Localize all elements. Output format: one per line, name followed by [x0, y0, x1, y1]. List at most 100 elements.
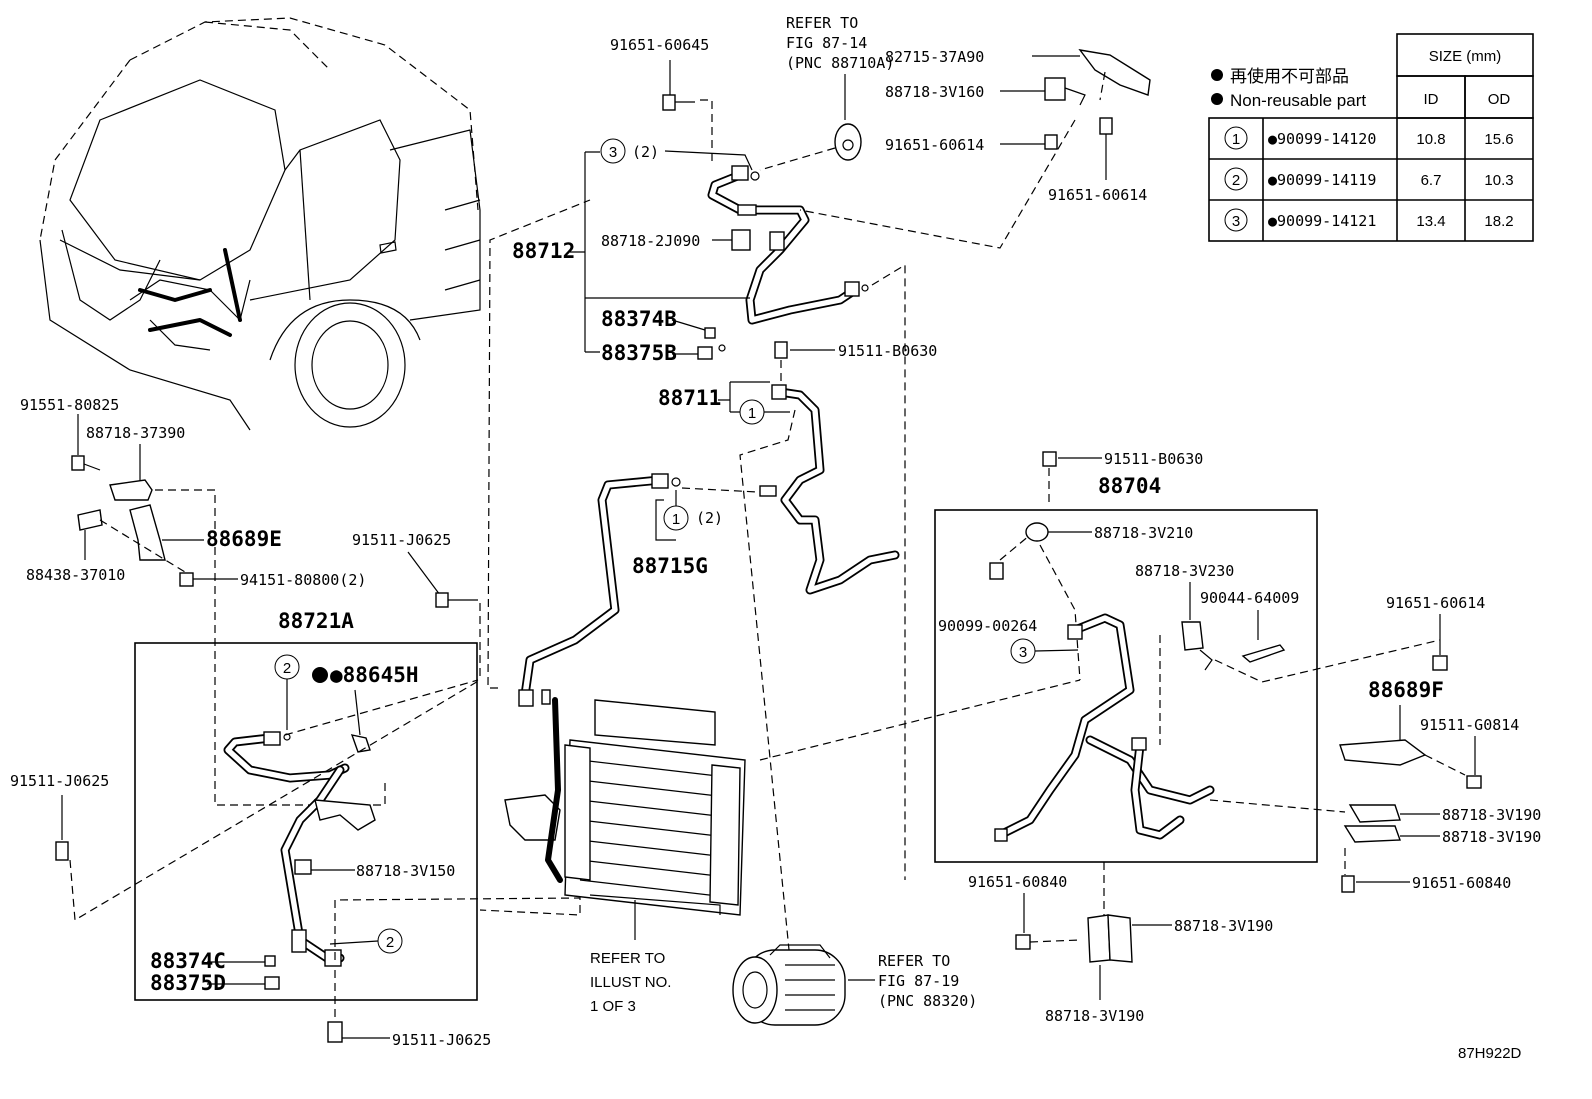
label-91651-60614-c: 91651-60614 — [1386, 594, 1485, 612]
label-90044-64009: 90044-64009 — [1200, 589, 1299, 607]
bolt-icon — [71, 455, 85, 471]
hose-assembly-88721A: 91511-J0625 88721A 2 ●88645H 88718-3V150… — [134, 531, 581, 1049]
bracket-group-88689F: 91651-60614 88689F 91511-G0814 88718-3V1… — [1209, 594, 1541, 893]
label-88718-3V190-d: 88718-3V190 — [1045, 1007, 1144, 1025]
label-94151-80800: 94151-80800(2) — [240, 571, 366, 589]
size-legend-table: 再使用不可部品 Non-reusable part SIZE (mm) ID O… — [1208, 33, 1534, 242]
valve-cap-icon — [264, 955, 276, 967]
bolt-icon — [1044, 134, 1058, 150]
legend-row-od: 18.2 — [1484, 213, 1513, 230]
group-box-88704 — [934, 509, 1318, 863]
label-88718-3V150: 88718-3V150 — [356, 862, 455, 880]
label-88375B: 88375B — [601, 341, 677, 365]
bolt-icon — [1015, 934, 1031, 950]
label-88645H: ●88645H — [330, 663, 419, 687]
legend-en-note: Non-reusable part — [1230, 91, 1366, 110]
bolt-icon — [1341, 875, 1355, 893]
non-reusable-dot-icon — [1211, 69, 1223, 81]
label-88718-3V190-a: 88718-3V190 — [1442, 806, 1541, 824]
label-91511-G0814: 91511-G0814 — [1420, 716, 1519, 734]
legend-row-part: ●90099-14120 — [1268, 130, 1376, 148]
callout-3-circle — [600, 138, 626, 164]
legend-row-num: 2 — [1232, 172, 1240, 189]
group-box-88721A — [134, 642, 478, 1001]
bolt-icon — [774, 341, 788, 359]
bolt-icon — [435, 592, 449, 608]
clamp-icon — [1025, 522, 1049, 542]
callout-qty: (2) — [632, 143, 659, 161]
hose-fitting-icon — [731, 165, 749, 181]
callout-1: 1 — [672, 511, 680, 528]
label-88712: 88712 — [512, 239, 575, 263]
bolt-icon — [1432, 655, 1448, 671]
valve-cap-icon — [697, 346, 713, 360]
bolt-icon — [1042, 451, 1057, 467]
label-88711: 88711 — [658, 386, 721, 410]
legend-row-id: 6.7 — [1421, 172, 1442, 189]
nut-icon — [179, 572, 194, 587]
clip-icon — [1241, 644, 1286, 663]
bracket-icon — [1339, 739, 1427, 766]
condenser-illustration: REFER TO ILLUST NO. 1 OF 3 — [504, 679, 1081, 1015]
legend-row-od: 15.6 — [1484, 131, 1513, 148]
label-88718-3V160: 88718-3V160 — [885, 83, 984, 101]
legend-row-id: 13.4 — [1416, 213, 1445, 230]
callout-1: 1 — [748, 405, 756, 422]
diagram-code: 87H922D — [1458, 1045, 1522, 1062]
label-88689F: 88689F — [1368, 678, 1444, 702]
legend-row: 2 ●90099-14119 6.7 10.3 — [1224, 167, 1514, 191]
hose-assembly-88712: 91651-60645 REFER TO FIG 87-14 (PNC 8871… — [512, 14, 906, 880]
bolt-icon — [1099, 117, 1113, 135]
ref3-line2: FIG 87-19 — [878, 972, 959, 990]
label-91651-60614-a: 91651-60614 — [885, 136, 984, 154]
ref2-line3: 1 OF 3 — [590, 998, 636, 1015]
legend-row-num: 1 — [1232, 131, 1240, 148]
clamp-icon — [1343, 825, 1401, 843]
label-91511-J0625-b: 91511-J0625 — [10, 772, 109, 790]
label-88374C: 88374C — [150, 949, 226, 973]
ref3-line1: REFER TO — [878, 952, 950, 970]
clamp-icon — [1087, 914, 1111, 963]
hose-assembly-88704: 91511-B0630 88704 88718-3V210 90099-0026… — [934, 450, 1441, 863]
non-reusable-dot-icon — [312, 667, 328, 683]
ref1-line1: REFER TO — [786, 14, 858, 32]
legend-row-part: ●90099-14119 — [1268, 171, 1376, 189]
evaporator-fitting-icon — [834, 123, 862, 161]
label-91651-60614-b: 91651-60614 — [1048, 186, 1147, 204]
label-88438-37010: 88438-37010 — [26, 566, 125, 584]
legend-row-num: 3 — [1232, 213, 1240, 230]
hose-assembly-88711: 91511-B0630 88711 1 1 (2) 88715G — [487, 199, 937, 961]
bolt-group-left: 91511-J0625 — [10, 679, 481, 922]
callout-3: 3 — [1019, 644, 1027, 661]
clamp-icon — [1044, 77, 1066, 101]
label-90099-00264: 90099-00264 — [938, 617, 1037, 635]
legend-row-od: 10.3 — [1484, 172, 1513, 189]
bracket-group-top-right: 82715-37A90 88718-3V160 91651-60614 9165… — [799, 48, 1151, 249]
label-91511-B0630-b: 91511-B0630 — [1104, 450, 1203, 468]
label-88718-3V190-b: 88718-3V190 — [1442, 828, 1541, 846]
label-88718-37390: 88718-37390 — [86, 424, 185, 442]
bolt-icon — [662, 94, 676, 111]
valve-cap-icon — [264, 976, 280, 990]
label-91551-80825: 91551-80825 — [20, 396, 119, 414]
truck-cab-illustration — [39, 17, 481, 431]
valve-icon — [350, 734, 371, 753]
clamp-icon — [731, 229, 751, 251]
label-88704: 88704 — [1098, 474, 1161, 498]
clamp-group-bottom: 91651-60840 88718-3V190 88718-3V190 — [968, 862, 1273, 1025]
ref3-line3: (PNC 88320) — [878, 992, 977, 1010]
label-88374B: 88374B — [601, 307, 677, 331]
bolt-icon — [55, 841, 69, 861]
ref1-line2: FIG 87-14 — [786, 34, 867, 52]
legend-size-header: SIZE (mm) — [1429, 48, 1502, 65]
label-91511-B0630-a: 91511-B0630 — [838, 342, 937, 360]
clamp-icon — [1181, 621, 1204, 651]
legend-col-od: OD — [1488, 91, 1511, 108]
bolt-icon — [1466, 775, 1482, 789]
callout-qty: (2) — [696, 509, 723, 527]
legend-row-part: ●90099-14121 — [1268, 212, 1376, 230]
non-reusable-dot-icon — [1211, 93, 1223, 105]
legend-row-id: 10.8 — [1416, 131, 1445, 148]
ref1-line3: (PNC 88710A) — [786, 54, 894, 72]
